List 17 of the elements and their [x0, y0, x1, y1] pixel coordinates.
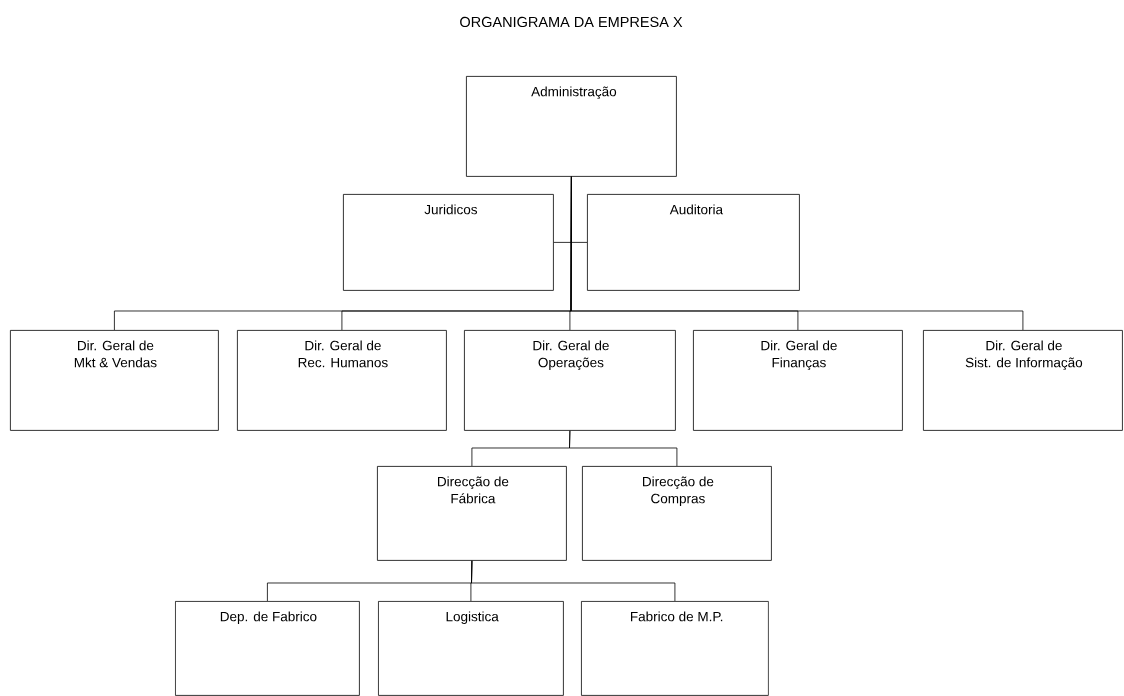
connector-line [471, 560, 676, 602]
org-box: Dep. de Fabrico [175, 601, 360, 696]
org-box: Fabrico de M.P. [581, 601, 769, 696]
connector-line [569, 430, 678, 467]
org-box: Direcção de Compras [582, 466, 772, 561]
org-box: Logistica [378, 601, 564, 696]
org-box: Dir. Geral de Sist. de Informação [923, 330, 1123, 431]
org-box: Auditoria [587, 194, 800, 291]
org-box: Dir. Geral de Finanças [693, 330, 903, 431]
org-box: Dir. Geral de Mkt & Vendas [10, 330, 219, 431]
org-box: Dir. Geral de Rec. Humanos [237, 330, 447, 431]
org-box: Administração [466, 76, 677, 177]
title: ORGANIGRAMA DA EMPRESA X [460, 16, 683, 28]
org-box: Juridicos [343, 194, 554, 291]
org-box: Dir. Geral de Operações [464, 330, 676, 431]
connector-line [570, 176, 1024, 331]
org-box: Direcção de Fábrica [377, 466, 567, 561]
